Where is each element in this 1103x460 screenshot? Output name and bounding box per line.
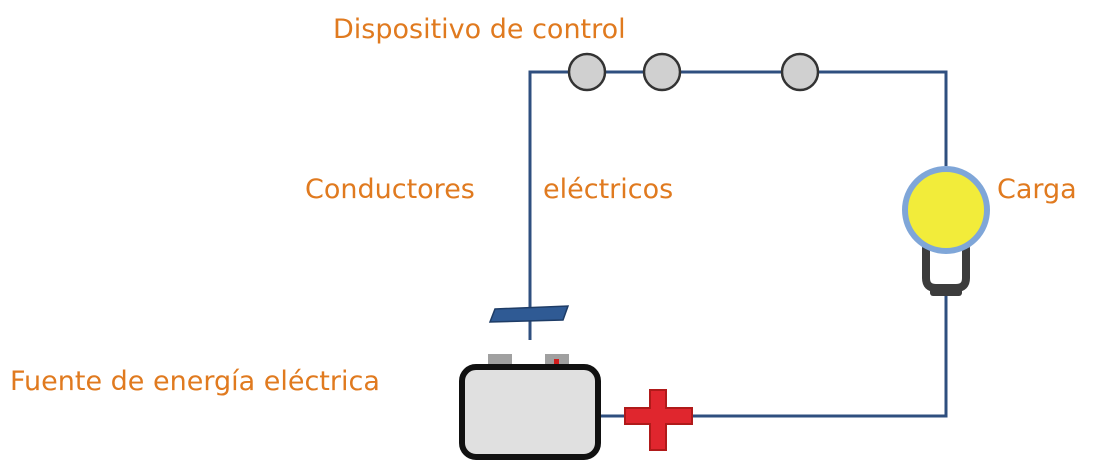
bulb-glass [902,166,990,254]
bulb-socket-bottom [930,284,962,296]
wire-top-right [818,70,948,166]
battery-terminal-mark [554,359,559,365]
power-source-label: Fuente de energía eléctrica [10,366,380,397]
plus-sign-icon [624,389,693,451]
switch-icon [780,52,820,92]
lightbulb-icon [902,166,990,296]
conductor-wires [528,70,948,418]
wire-top-left [528,70,568,340]
minus-plate-icon [488,305,570,323]
control-device-label: Dispositivo de control [333,14,626,45]
load-label: Carga [997,174,1077,205]
conductors-label-left: Conductores [305,174,475,205]
control-device [567,52,820,92]
conductors-label-right: eléctricos [543,174,674,205]
switch-icon [642,52,682,92]
battery-body [459,364,601,460]
switch-icon [567,52,607,92]
battery-icon [459,354,601,460]
wire-bottom-right [692,296,948,418]
